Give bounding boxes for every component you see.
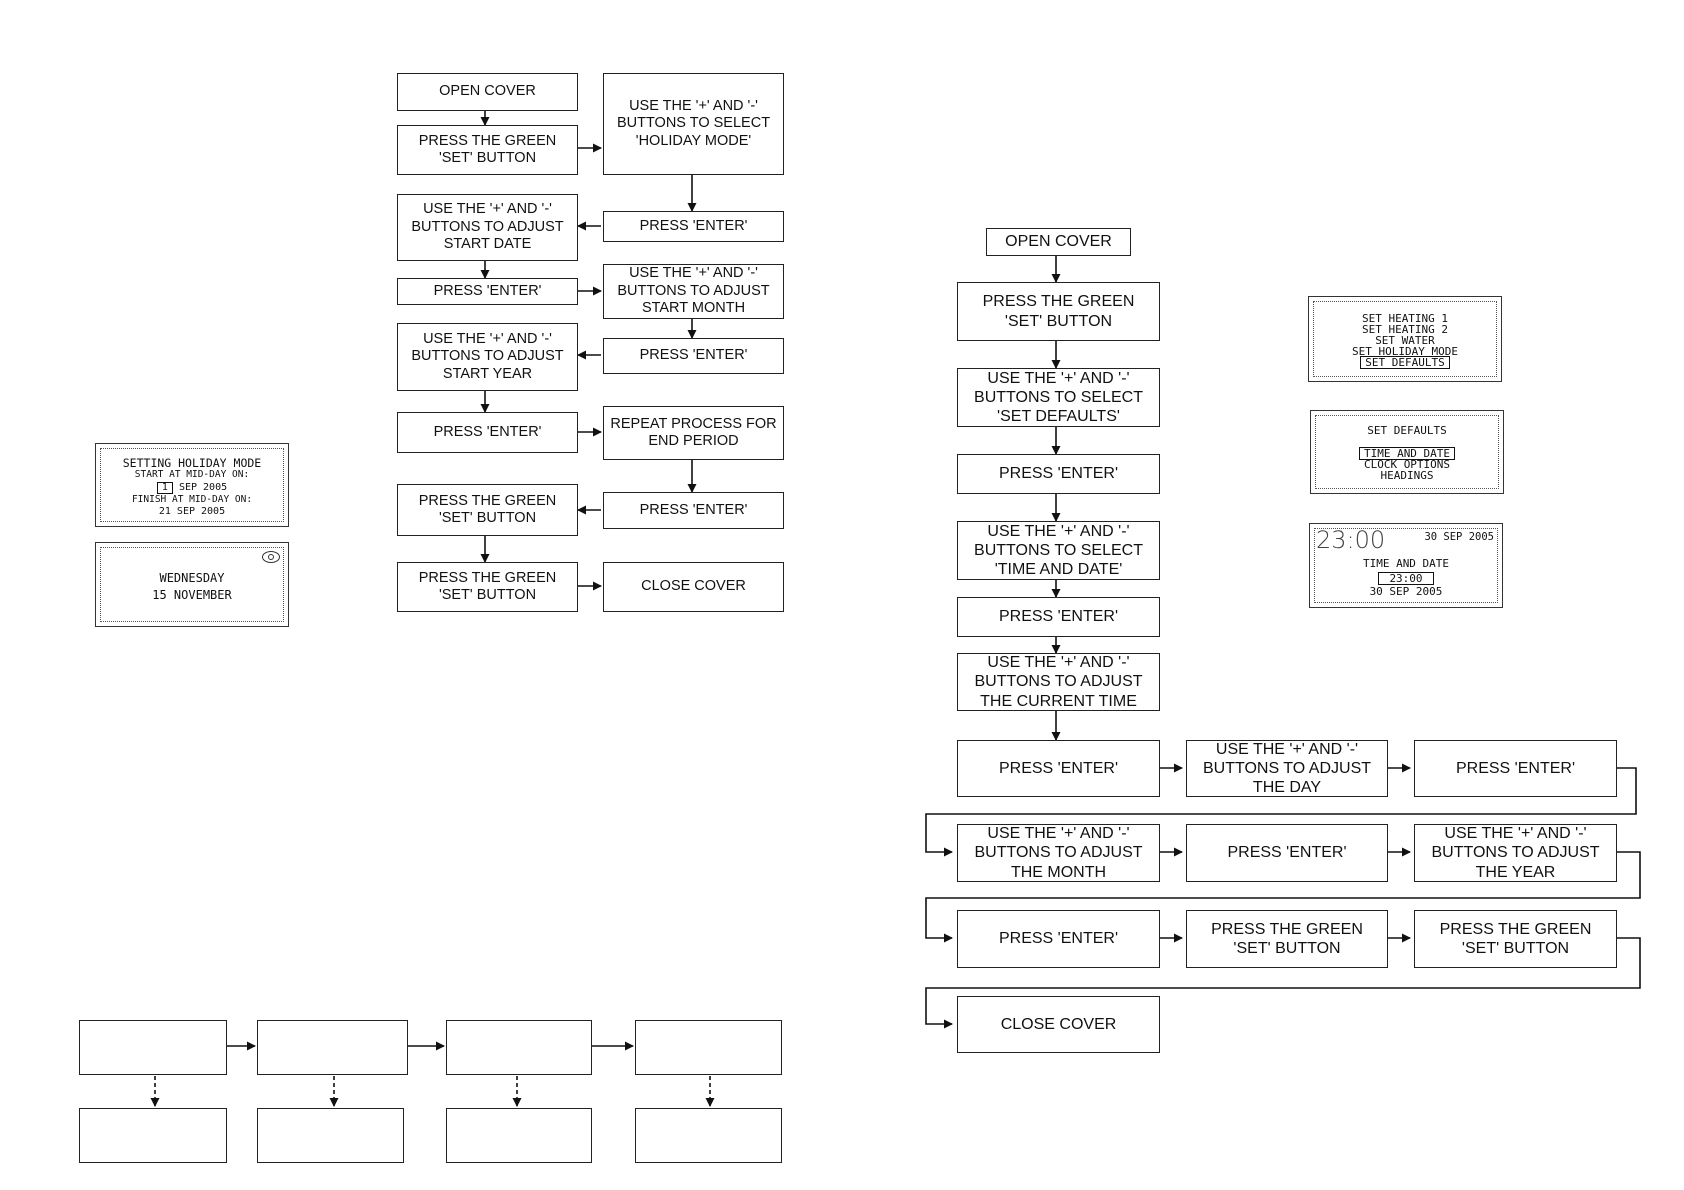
holiday-press-green-set-2: PRESS THE GREEN 'SET' BUTTON: [397, 484, 578, 536]
holiday-select-holiday-mode: USE THE '+' AND '-' BUTTONS TO SELECT 'H…: [603, 73, 784, 175]
defaults-adjust-year: USE THE '+' AND '-' BUTTONS TO ADJUST TH…: [1414, 824, 1617, 882]
lcd-set-defaults: SET DEFAULTS TIME AND DATE CLOCK OPTIONS…: [1310, 410, 1504, 494]
eye-icon: [262, 551, 280, 563]
defaults-press-green-set-2: PRESS THE GREEN 'SET' BUTTON: [1186, 910, 1388, 968]
lcd-frame: [1315, 415, 1499, 489]
defaults-select-set-defaults: USE THE '+' AND '-' BUTTONS TO SELECT 'S…: [957, 368, 1160, 427]
blank-box: [446, 1108, 592, 1163]
defaults-press-enter-2: PRESS 'ENTER': [957, 597, 1160, 637]
defaults-select-time-date: USE THE '+' AND '-' BUTTONS TO SELECT 'T…: [957, 521, 1160, 580]
defaults-press-green-set-3: PRESS THE GREEN 'SET' BUTTON: [1414, 910, 1617, 968]
holiday-press-enter-1: PRESS 'ENTER': [603, 211, 784, 242]
holiday-press-green-set-3: PRESS THE GREEN 'SET' BUTTON: [397, 562, 578, 612]
defaults-close-cover: CLOSE COVER: [957, 996, 1160, 1053]
lcd-holiday-title: SETTING HOLIDAY MODE: [122, 456, 262, 470]
holiday-repeat-process: REPEAT PROCESS FOR END PERIOD: [603, 406, 784, 460]
lcd-time-cursor: 23:00: [1378, 572, 1434, 585]
blank-box: [635, 1020, 782, 1075]
lcd-holiday-finish-label: FINISH AT MID-DAY ON:: [131, 494, 253, 505]
lcd-date-top: 30 SEP 2005: [1424, 531, 1494, 543]
blank-box: [635, 1108, 782, 1163]
lcd-holiday-finish-date: 21 SEP 2005: [158, 506, 226, 517]
blank-box: [446, 1020, 592, 1075]
lcd-holiday-start-date: 1 SEP 2005: [96, 482, 288, 494]
holiday-press-enter-3: PRESS 'ENTER': [603, 338, 784, 374]
holiday-adjust-start-year: USE THE '+' AND '-' BUTTONS TO ADJUST ST…: [397, 323, 578, 391]
holiday-close-cover: CLOSE COVER: [603, 562, 784, 612]
lcd-holiday-start-date-rest: SEP 2005: [172, 482, 228, 493]
lcd-home-day: WEDNESDAY: [159, 571, 225, 585]
defaults-press-green-set-1: PRESS THE GREEN 'SET' BUTTON: [957, 282, 1160, 341]
lcd-home-screen: WEDNESDAY 15 NOVEMBER: [95, 542, 289, 627]
lcd-defaults-item: HEADINGS: [1380, 469, 1434, 482]
lcd-holiday-mode: SETTING HOLIDAY MODE START AT MID-DAY ON…: [95, 443, 289, 527]
blank-box: [79, 1108, 227, 1163]
arrow: [925, 851, 1641, 943]
lcd-timedate-date: 30 SEP 2005: [1369, 585, 1443, 598]
holiday-adjust-start-month: USE THE '+' AND '-' BUTTONS TO ADJUST ST…: [603, 264, 784, 319]
holiday-press-green-set-1: PRESS THE GREEN 'SET' BUTTON: [397, 125, 578, 175]
lcd-frame: [100, 547, 284, 622]
lcd-timedate-time-selected: 23:00: [1310, 572, 1502, 585]
defaults-press-enter-4: PRESS 'ENTER': [1414, 740, 1617, 797]
defaults-press-enter-1: PRESS 'ENTER': [957, 454, 1160, 494]
defaults-press-enter-5: PRESS 'ENTER': [1186, 824, 1388, 882]
lcd-menu-item: SET WATER: [1375, 334, 1435, 347]
defaults-adjust-day: USE THE '+' AND '-' BUTTONS TO ADJUST TH…: [1186, 740, 1388, 797]
lcd-menu-item-selected: SET DEFAULTS: [1309, 356, 1501, 369]
defaults-press-enter-3: PRESS 'ENTER': [957, 740, 1160, 797]
lcd-menu-selected-label: SET DEFAULTS: [1360, 356, 1450, 369]
lcd-home-date: 15 NOVEMBER: [152, 588, 232, 602]
lcd-defaults-selected: TIME AND DATE: [1311, 447, 1503, 460]
defaults-adjust-month: USE THE '+' AND '-' BUTTONS TO ADJUST TH…: [957, 824, 1160, 882]
lcd-defaults-title: SET DEFAULTS: [1367, 424, 1447, 437]
blank-box: [79, 1020, 227, 1075]
lcd-menu-item: SET HOLIDAY MODE: [1352, 345, 1458, 358]
lcd-frame: [1313, 301, 1497, 377]
blank-box: [257, 1020, 408, 1075]
lcd-frame: [1314, 528, 1498, 603]
lcd-defaults-item: CLOCK OPTIONS: [1363, 458, 1451, 471]
holiday-press-enter-2: PRESS 'ENTER': [397, 278, 578, 305]
defaults-open-cover: OPEN COVER: [986, 228, 1131, 256]
holiday-open-cover: OPEN COVER: [397, 73, 578, 111]
holiday-adjust-start-date: USE THE '+' AND '-' BUTTONS TO ADJUST ST…: [397, 194, 578, 261]
lcd-holiday-start-label: START AT MID-DAY ON:: [134, 469, 250, 480]
lcd-menu-item: SET HEATING 1: [1361, 312, 1449, 325]
lcd-main-menu: SET HEATING 1 SET HEATING 2 SET WATER SE…: [1308, 296, 1502, 382]
arrow: [925, 937, 1641, 1029]
defaults-press-enter-6: PRESS 'ENTER': [957, 910, 1160, 968]
lcd-cursor: 1: [156, 482, 173, 494]
holiday-press-enter-5: PRESS 'ENTER': [603, 492, 784, 529]
lcd-frame: [100, 448, 284, 522]
lcd-defaults-selected-label: TIME AND DATE: [1358, 447, 1456, 460]
lcd-timedate-title: TIME AND DATE: [1362, 557, 1450, 570]
arrow: [925, 767, 1637, 857]
lcd-menu-item: SET HEATING 2: [1361, 323, 1449, 336]
holiday-press-enter-4: PRESS 'ENTER': [397, 412, 578, 453]
blank-box: [257, 1108, 404, 1163]
defaults-adjust-current-time: USE THE '+' AND '-' BUTTONS TO ADJUST TH…: [957, 653, 1160, 711]
lcd-time-and-date: 23:00 30 SEP 2005 TIME AND DATE 23:00 30…: [1309, 523, 1503, 608]
lcd-clock-time: 23:00: [1316, 526, 1386, 554]
